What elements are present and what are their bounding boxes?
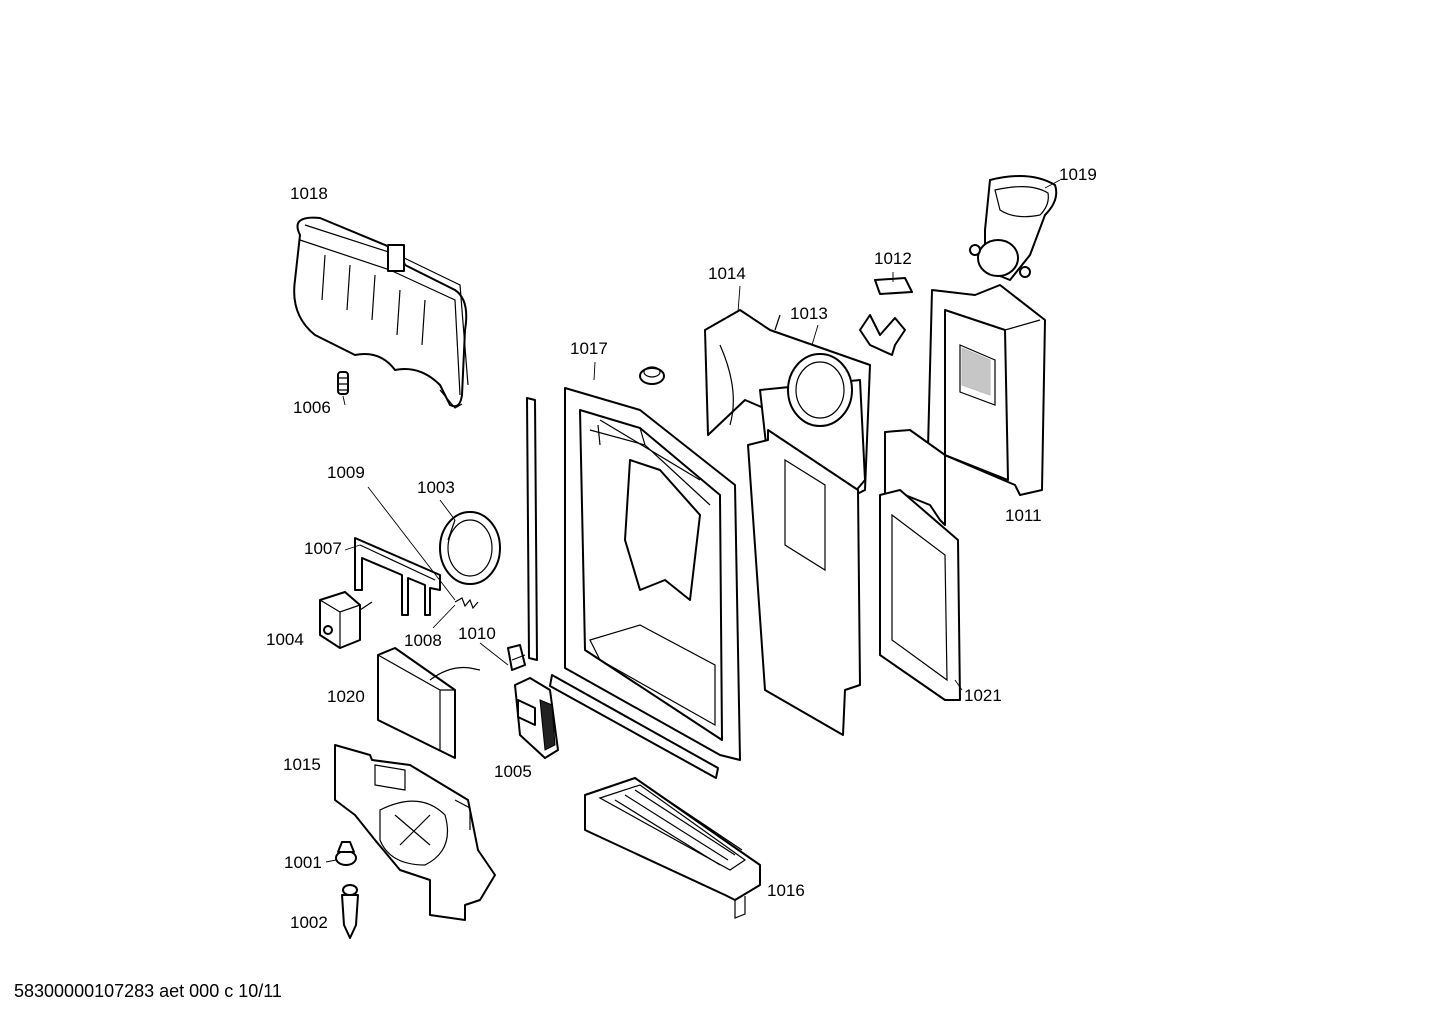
part-1021-gasket-frame (879, 489, 961, 701)
callout-leader-lines (325, 179, 1061, 863)
part-1006-fitting (337, 371, 349, 395)
callout-1005: 1005 (494, 762, 532, 781)
document-code-footer: 58300000107283 aet 000 c 10/11 (14, 981, 282, 1001)
part-1017-dispenser-housing (564, 366, 741, 761)
part-1005-switch-housing (514, 677, 559, 759)
part-1003-round-cover (439, 511, 501, 585)
part-1011-front-frame (927, 284, 1046, 496)
part-back-panel (747, 429, 861, 736)
part-seal-strip-vertical (526, 397, 538, 661)
part-1001-knob (335, 841, 357, 866)
part-1015-crusher-assembly (334, 744, 496, 921)
callout-1018: 1018 (290, 184, 328, 203)
callout-1017: 1017 (570, 339, 608, 358)
callout-1019: 1019 (1059, 165, 1097, 184)
part-1008-spring (454, 597, 479, 610)
callout-1004: 1004 (266, 630, 304, 649)
callout-1013: 1013 (790, 304, 828, 323)
part-1012-switch-block (874, 277, 913, 295)
callout-1014: 1014 (708, 264, 746, 283)
part-1007-lever (354, 537, 441, 616)
part-seal-strip-horizontal (549, 674, 719, 779)
part-1004-solenoid (319, 591, 373, 649)
part-1010-switch (507, 644, 526, 671)
part-1016-drip-tray (584, 777, 761, 919)
part-bracket (859, 314, 906, 356)
callout-1003: 1003 (417, 478, 455, 497)
callout-1010: 1010 (458, 624, 496, 643)
callout-1001: 1001 (284, 853, 322, 872)
part-1018-heater-assembly (293, 216, 469, 409)
callout-1007: 1007 (304, 539, 342, 558)
callout-1002: 1002 (290, 913, 328, 932)
callout-1021: 1021 (964, 686, 1002, 705)
callout-1006: 1006 (293, 398, 331, 417)
callout-1020: 1020 (327, 687, 365, 706)
part-1002-cone (341, 884, 359, 939)
callout-1008: 1008 (404, 631, 442, 650)
callout-1016: 1016 (767, 881, 805, 900)
part-1020-control-board (377, 647, 481, 759)
callout-1011: 1011 (1005, 506, 1042, 525)
part-1019-ice-chute (969, 175, 1058, 281)
callout-1009: 1009 (327, 463, 365, 482)
callout-1012: 1012 (874, 249, 912, 268)
callout-1015: 1015 (283, 755, 321, 774)
